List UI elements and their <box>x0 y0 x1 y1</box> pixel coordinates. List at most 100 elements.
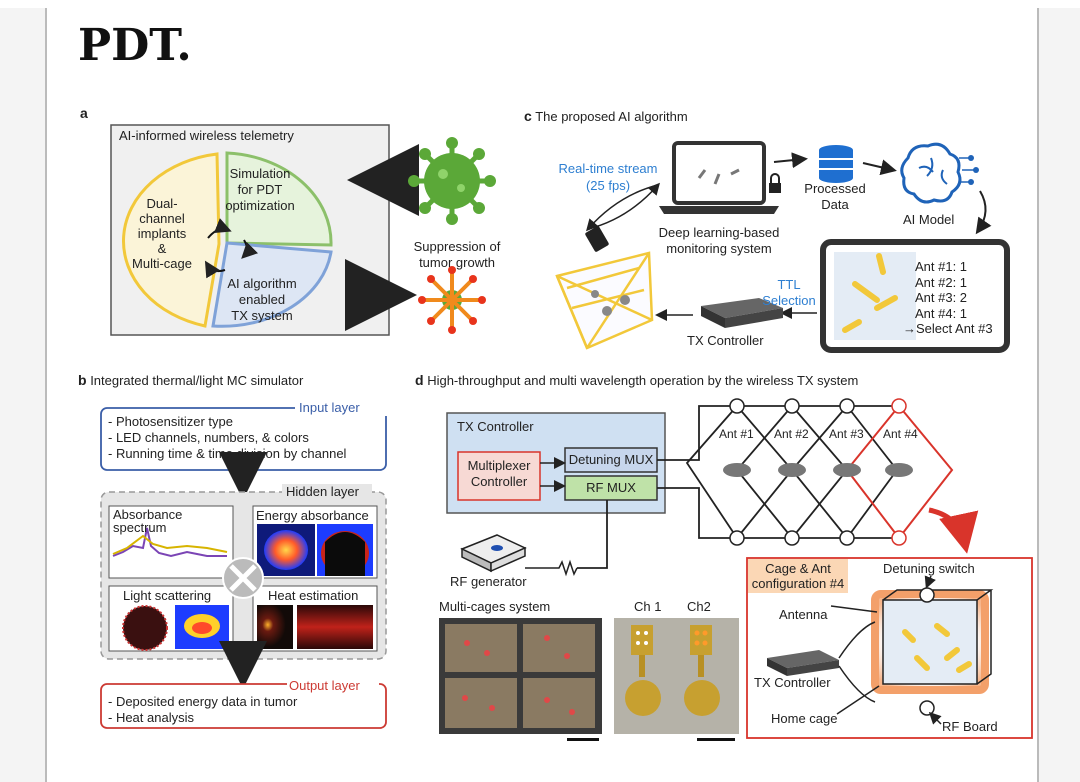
switch-icons <box>729 398 907 546</box>
top-bar <box>0 0 1080 8</box>
tx-controller-icon-2 <box>767 650 839 676</box>
suppressed-tumor-icon <box>418 266 486 334</box>
detuning-switch-label: Detuning switch <box>883 561 975 576</box>
panel-d <box>439 398 1033 741</box>
rf-mux-label: RF MUX <box>586 480 636 495</box>
antenna-label: Antenna <box>779 607 828 622</box>
output-layer-box <box>100 683 387 729</box>
ant-4-label: Ant #4 <box>883 427 918 441</box>
cage-config-label: Cage & Ant configuration #4 <box>751 561 845 591</box>
output-layer-label: Output layer <box>289 678 360 693</box>
camera-icon <box>585 226 609 252</box>
panel-b-title-text: Integrated thermal/light MC simulator <box>90 373 304 388</box>
multicages-label: Multi-cages system <box>439 599 551 614</box>
figure-svg <box>100 124 1033 741</box>
hidden-layer-label: Hidden layer <box>286 484 359 499</box>
cage-icon <box>555 251 654 350</box>
ai-model-label: AI Model <box>903 212 955 227</box>
simulation-label: Simulation for PDT optimization <box>225 166 295 213</box>
multicage-photo <box>439 618 602 741</box>
ant-line: Ant #2: 1 <box>915 274 968 290</box>
cycle-arrows <box>204 218 259 279</box>
input-item: - Running time & time division by channe… <box>108 446 347 461</box>
absorbance-panel <box>108 505 234 579</box>
rf-generator-icon <box>460 534 527 573</box>
output-list: - Deposited energy data in tumor - Heat … <box>108 694 297 726</box>
page-title: PDT. <box>78 20 192 71</box>
figure: a AI-informed wireless telemetry Simulat… <box>47 8 1037 782</box>
implant-icons <box>902 623 972 673</box>
energy-absorbance-label: Energy absorbance <box>256 508 369 523</box>
database-icon <box>819 145 853 183</box>
absorbance-label: Absorbance spectrum <box>113 507 183 535</box>
center-cross-icon <box>222 557 264 599</box>
ant-1-label: Ant #1 <box>719 427 754 441</box>
arrow-laptop-data <box>773 152 808 169</box>
sector-dual-channel <box>122 152 221 328</box>
deep-learning-label: Deep learning-based monitoring system <box>658 225 780 256</box>
lock-icon <box>769 173 781 193</box>
panel-c-title-text: The proposed AI algorithm <box>535 109 688 124</box>
input-layer-label: Input layer <box>299 400 360 415</box>
output-item: - Heat analysis <box>108 710 194 725</box>
detuning-switch-icon <box>919 587 935 603</box>
panel-c-letter: c <box>524 108 532 124</box>
cage-config-label-bg <box>748 559 848 593</box>
panel-d-letter: d <box>415 372 424 388</box>
input-list: - Photosensitizer type - LED channels, n… <box>108 414 346 462</box>
ch1-label: Ch 1 <box>634 599 662 614</box>
arrow-to-cage-config <box>928 507 979 554</box>
rf-signal <box>525 559 578 577</box>
dual-channel-label: Dual- channel implants & Multi-cage <box>132 196 192 271</box>
panel-b <box>100 400 387 729</box>
panel-c-title: c The proposed AI algorithm <box>524 108 688 124</box>
input-item: - Photosensitizer type <box>108 414 234 429</box>
panel-b-letter: b <box>78 372 87 388</box>
rf-board-label: RF Board <box>942 719 998 734</box>
processed-data-label: Processed Data <box>804 181 866 212</box>
ant-line: Ant #3: 2 <box>915 290 968 305</box>
ai-algorithm-label: AI algorithm enabled TX system <box>227 276 297 323</box>
detuning-mux-label: Detuning MUX <box>568 452 654 467</box>
panel-a-letter: a <box>80 105 88 121</box>
panel-b-title: b Integrated thermal/light MC simulator <box>78 372 303 388</box>
selection-monitor <box>820 239 1010 353</box>
multiplexer-box <box>457 451 541 501</box>
panel-d-title-text: High-throughput and multi wavelength ope… <box>427 373 859 388</box>
suppression-label: Suppression of tumor growth <box>413 239 501 270</box>
input-item: - LED channels, numbers, & colors <box>108 430 309 445</box>
tx-controller-2-label: TX Controller <box>754 675 831 690</box>
rf-board-icon <box>919 700 935 716</box>
ant-line: Ant #1: 1 <box>915 259 968 274</box>
ttl-selection-label: TTL Selection <box>762 277 816 308</box>
heat-estimation-label: Heat estimation <box>268 588 359 603</box>
realtime-stream-label: Real-time stream (25 fps) <box>558 161 658 193</box>
rf-generator-label: RF generator <box>450 574 527 589</box>
arrow-data-ai <box>862 159 897 176</box>
mouse-icons <box>723 463 913 477</box>
panel-c <box>555 141 1010 353</box>
ant-2-label: Ant #2 <box>774 427 809 441</box>
ant-line: Ant #4: 1 <box>915 305 968 321</box>
channel-photo <box>614 618 739 741</box>
tx-controller-box-label: TX Controller <box>457 419 534 434</box>
ant-3-label: Ant #3 <box>829 427 864 441</box>
panel-a <box>110 124 496 336</box>
ch2-label: Ch2 <box>687 599 711 614</box>
arrow-ai-monitor <box>975 190 992 235</box>
tx-controller-icon <box>701 298 783 328</box>
multiplexer-label: Multiplexer Controller <box>467 458 531 489</box>
light-scattering-label: Light scattering <box>123 588 212 603</box>
output-item: - Deposited energy data in tumor <box>108 694 298 709</box>
telemetry-title: AI-informed wireless telemetry <box>119 128 294 143</box>
ant-list: Ant #1: 1 Ant #2: 1 Ant #3: 2 Ant #4: 1 … <box>903 259 993 337</box>
ant-line: →Select Ant #3 <box>903 321 993 336</box>
sector-ai-algorithm <box>211 241 333 328</box>
brain-icon <box>900 142 979 204</box>
panel-d-title: d High-throughput and multi wavelength o… <box>415 372 858 388</box>
laptop-icon <box>659 141 779 214</box>
virus-icon <box>408 137 496 225</box>
home-cage-label: Home cage <box>771 711 838 726</box>
sector-simulation <box>225 151 333 247</box>
tx-controller-label: TX Controller <box>687 333 764 348</box>
